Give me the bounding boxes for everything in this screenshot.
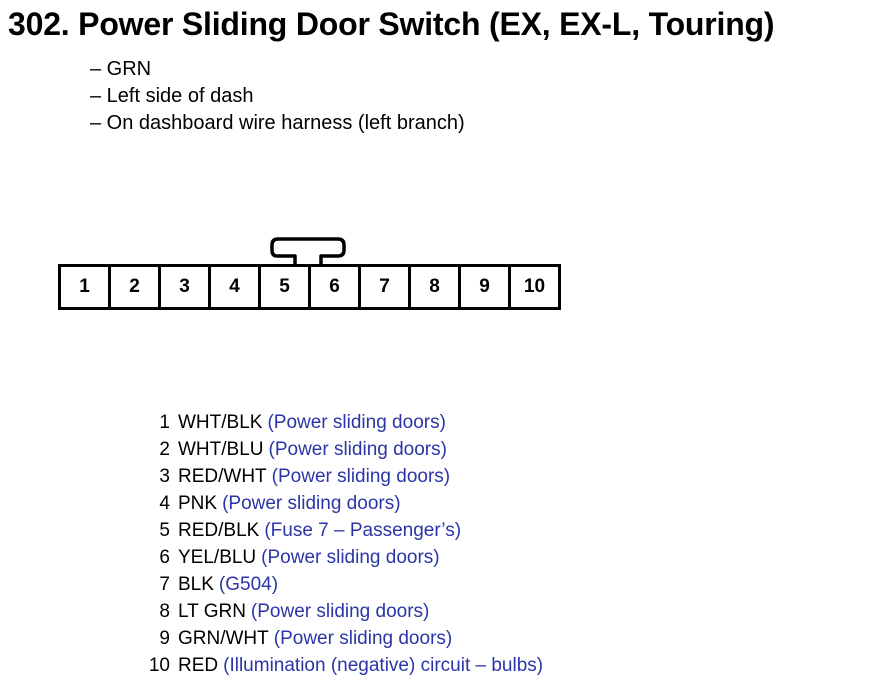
cavity-1: 1 bbox=[61, 267, 108, 307]
cavity-3: 3 bbox=[161, 267, 208, 307]
cavity-4: 4 bbox=[211, 267, 258, 307]
pin-row: 6 YEL/BLU (Power sliding doors) bbox=[140, 544, 543, 571]
cavity-row: 1 2 3 4 5 6 7 8 9 10 bbox=[58, 264, 561, 310]
pin-row: 1 WHT/BLK (Power sliding doors) bbox=[140, 409, 543, 436]
pin-number: 3 bbox=[159, 466, 170, 487]
pin-description: (G504) bbox=[218, 574, 279, 595]
pin-row: 4 PNK (Power sliding doors) bbox=[140, 490, 543, 517]
pin-number: 5 bbox=[159, 520, 170, 541]
pin-wire-color: YEL/BLU bbox=[178, 547, 257, 568]
pin-description: (Power sliding doors) bbox=[268, 439, 447, 460]
note-harness: – On dashboard wire harness (left branch… bbox=[90, 112, 465, 134]
pin-wire-color: LT GRN bbox=[178, 601, 246, 622]
pin-description: (Power sliding doors) bbox=[271, 466, 451, 487]
pin-wire-color: PNK bbox=[178, 493, 218, 514]
cavity-6: 6 bbox=[311, 267, 358, 307]
pin-description: (Power sliding doors) bbox=[267, 412, 446, 433]
pin-wire-color: BLK bbox=[178, 574, 214, 595]
connector-diagram: 1 2 3 4 5 6 7 8 9 10 bbox=[58, 236, 568, 310]
pin-wire-color: WHT/BLK bbox=[178, 412, 263, 433]
pin-description: (Power sliding doors) bbox=[273, 628, 453, 649]
cavity-7: 7 bbox=[361, 267, 408, 307]
pin-row: 7 BLK (G504) bbox=[140, 571, 543, 598]
pin-wire-color: RED/BLK bbox=[178, 520, 260, 541]
pin-number: 7 bbox=[159, 574, 170, 595]
note-color: – GRN bbox=[90, 58, 152, 80]
cavity-8: 8 bbox=[411, 267, 458, 307]
pin-number: 2 bbox=[159, 439, 170, 460]
pin-wire-color: RED/WHT bbox=[178, 466, 267, 487]
pin-number: 6 bbox=[159, 547, 170, 568]
pin-number: 8 bbox=[159, 601, 170, 622]
cavity-5: 5 bbox=[261, 267, 308, 307]
pin-number: 9 bbox=[159, 628, 170, 649]
connector-notes: – GRN – Left side of dash – On dashboard… bbox=[90, 56, 465, 137]
pin-wire-color: RED bbox=[178, 655, 219, 676]
pin-wire-color: WHT/BLU bbox=[178, 439, 264, 460]
cavity-9: 9 bbox=[461, 267, 508, 307]
pin-description: (Illumination (negative) circuit – bulbs… bbox=[223, 655, 544, 676]
cavity-10: 10 bbox=[511, 267, 558, 307]
pin-row: 3 RED/WHT (Power sliding doors) bbox=[140, 463, 543, 490]
pin-row: 10 RED (Illumination (negative) circuit … bbox=[140, 652, 543, 679]
pin-wire-color: GRN/WHT bbox=[178, 628, 269, 649]
connector-latch bbox=[270, 237, 346, 266]
pin-description: (Power sliding doors) bbox=[222, 493, 401, 514]
pin-number: 4 bbox=[159, 493, 170, 514]
pin-list: 1 WHT/BLK (Power sliding doors) 2 WHT/BL… bbox=[140, 409, 543, 679]
cavity-2: 2 bbox=[111, 267, 158, 307]
pin-description: (Power sliding doors) bbox=[250, 601, 430, 622]
pin-row: 8 LT GRN (Power sliding doors) bbox=[140, 598, 543, 625]
pin-row: 9 GRN/WHT (Power sliding doors) bbox=[140, 625, 543, 652]
pin-number: 1 bbox=[159, 412, 170, 433]
pin-description: (Power sliding doors) bbox=[261, 547, 440, 568]
pin-description: (Fuse 7 – Passenger’s) bbox=[264, 520, 462, 541]
pin-row: 5 RED/BLK (Fuse 7 – Passenger’s) bbox=[140, 517, 543, 544]
pin-number: 10 bbox=[148, 655, 170, 676]
note-location: – Left side of dash bbox=[90, 85, 254, 107]
pin-row: 2 WHT/BLU (Power sliding doors) bbox=[140, 436, 543, 463]
page-title: 302. Power Sliding Door Switch (EX, EX-L… bbox=[8, 6, 775, 42]
